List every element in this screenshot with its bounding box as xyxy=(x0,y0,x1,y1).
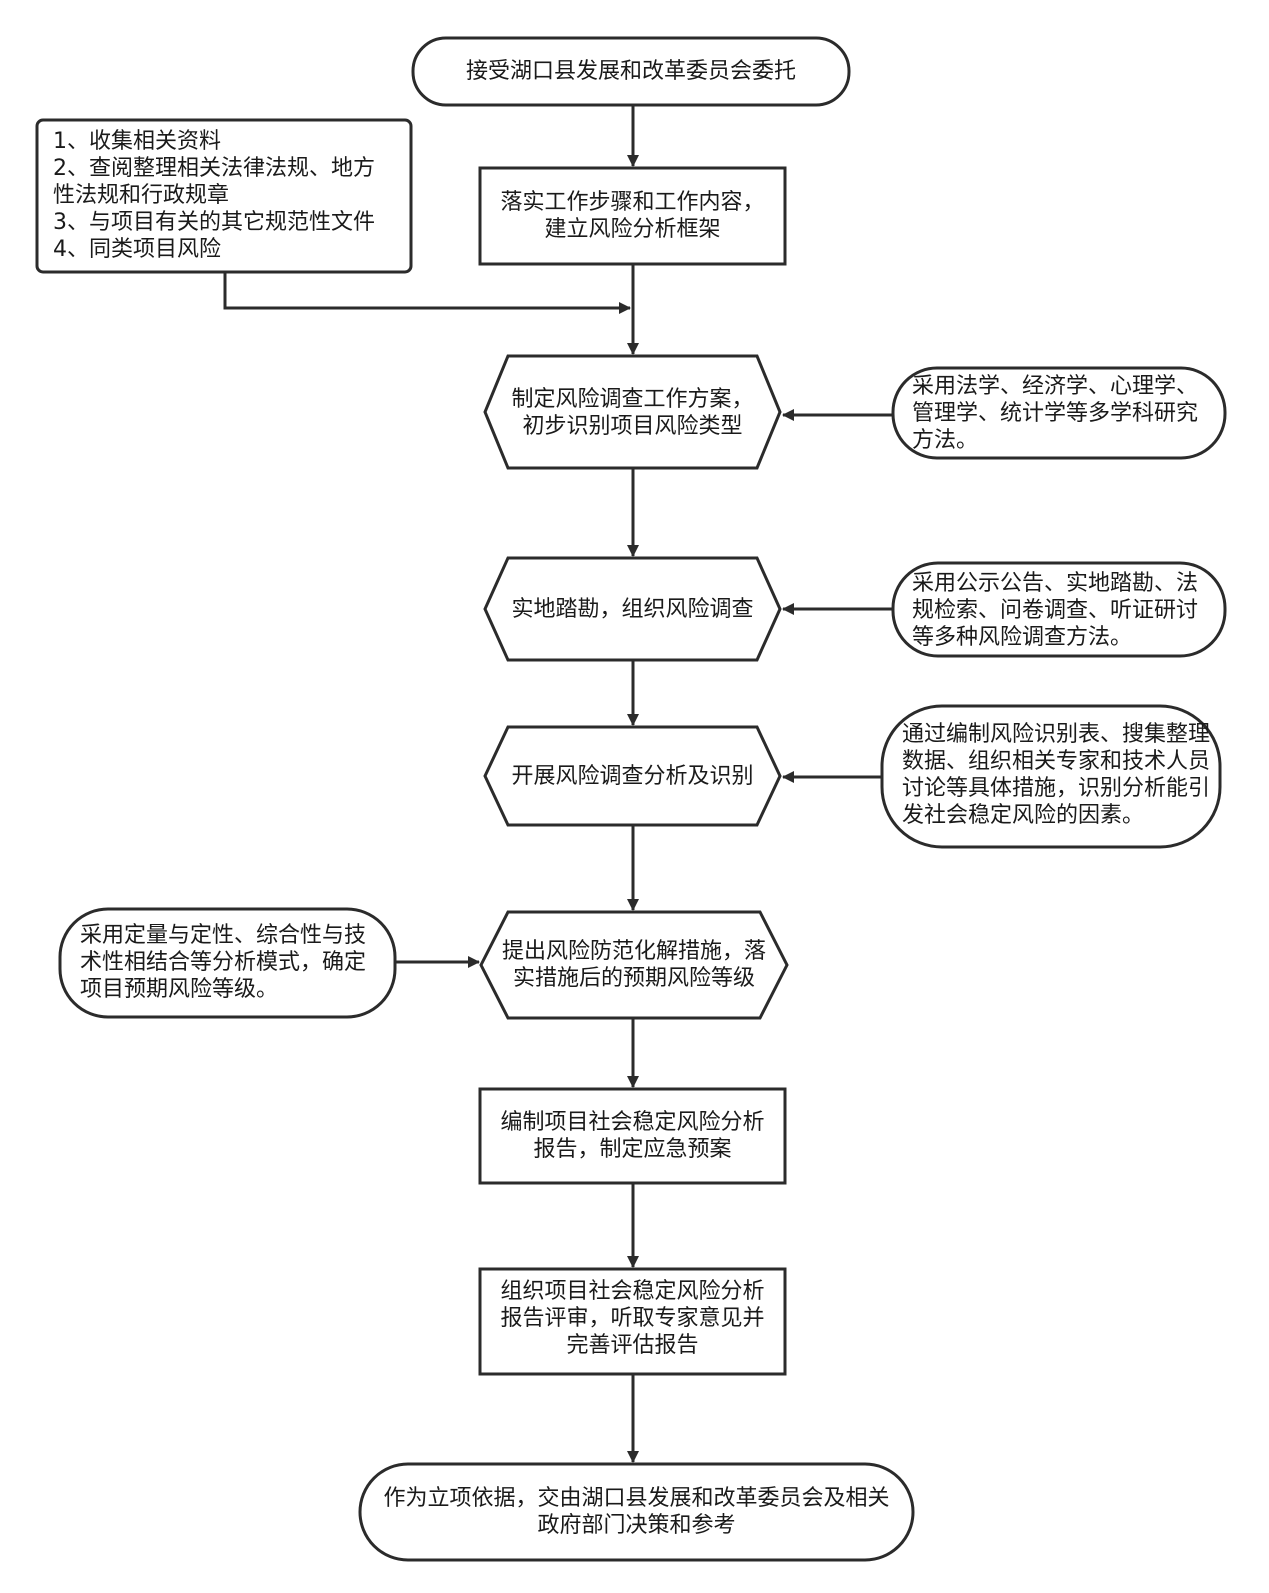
end-label: 作为立项依据，交由湖口县发展和改革委员会及相关 政府部门决策和参考 xyxy=(383,1486,890,1538)
step6-label: 编制项目社会稳定风险分析 报告，制定应急预案 xyxy=(500,1110,765,1162)
start-terminator-shape xyxy=(411,36,851,107)
step4-hexagon-shape xyxy=(483,725,782,827)
step1-process-shape xyxy=(478,166,787,266)
method2-label: 采用公示公告、实地踏勘、法 规检索、问卷调查、听证研讨 等多种风险调查方法。 xyxy=(912,571,1199,650)
method4-label: 采用定量与定性、综合性与技 术性相结合等分析模式，确定 项目预期风险等级。 xyxy=(80,923,367,1002)
end-terminator-shape xyxy=(358,1462,915,1562)
step7-label: 组织项目社会稳定风险分析 报告评审，听取专家意见并 完善评估报告 xyxy=(500,1279,765,1358)
step5-hexagon-shape xyxy=(479,910,789,1020)
step5-label: 提出风险防范化解措施，落 实措施后的预期风险等级 xyxy=(501,939,766,991)
step7-process-shape xyxy=(478,1267,787,1376)
step3-hexagon-shape xyxy=(483,556,782,662)
step3-label: 实地踏勘，组织风险调查 xyxy=(511,597,754,622)
method1-label: 采用法学、经济学、心理学、 管理学、统计学等多学科研究 方法。 xyxy=(912,374,1199,453)
step2-hexagon-shape xyxy=(483,354,782,470)
step1-label: 落实工作步骤和工作内容， 建立风险分析框架 xyxy=(500,190,765,242)
method3-label: 通过编制风险识别表、搜集整理 数据、组织相关专家和技术人员 讨论等具体措施，识别… xyxy=(902,722,1211,828)
step2-label: 制定风险调查工作方案， 初步识别项目风险类型 xyxy=(511,387,754,439)
step4-label: 开展风险调查分析及识别 xyxy=(511,764,754,789)
method1-box-shape xyxy=(891,366,1227,460)
step6-process-shape xyxy=(478,1087,787,1185)
start-label: 接受湖口县发展和改革委员会委托 xyxy=(465,59,796,84)
materials-label: 1、收集相关资料 2、查阅整理相关法律法规、地方 性法规和行政规章 3、与项目有… xyxy=(53,129,375,262)
connector-materials-merge xyxy=(223,272,631,314)
